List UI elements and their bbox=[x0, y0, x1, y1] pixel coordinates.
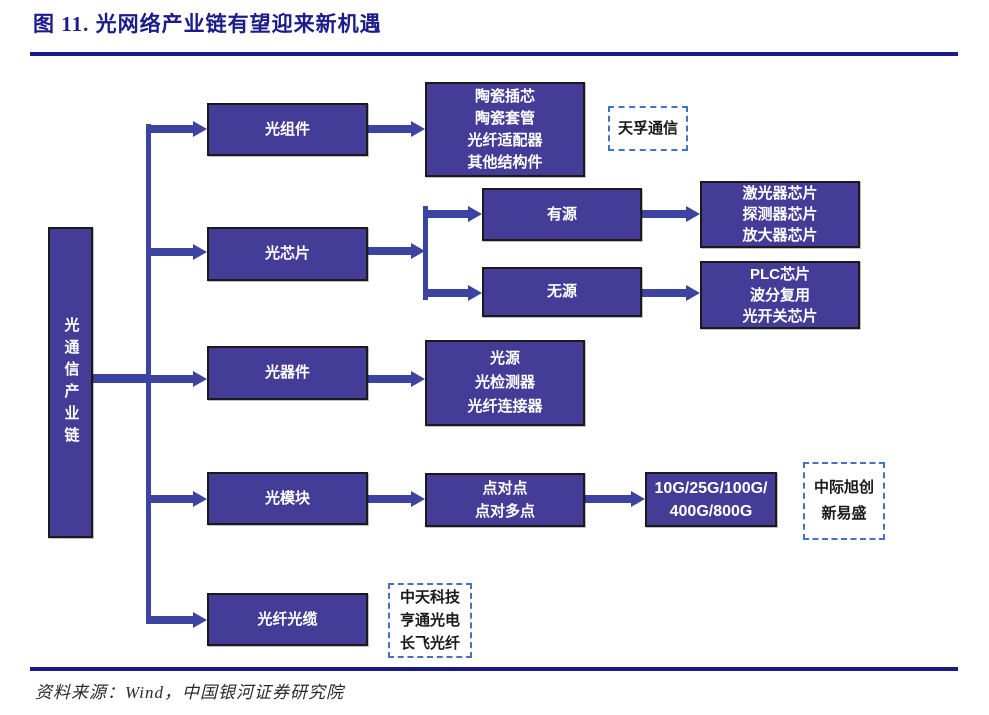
arrow-chips-to-fork bbox=[368, 243, 425, 259]
arrow-trunk-to-modules bbox=[146, 491, 207, 507]
source-note: 资料来源：Wind，中国银河证券研究院 bbox=[35, 683, 344, 702]
node-line: 10G/25G/100G/ bbox=[654, 479, 768, 497]
node-line: 光源 bbox=[489, 350, 520, 367]
node-line: 点对点 bbox=[482, 480, 528, 497]
node-line: 光开关芯片 bbox=[742, 307, 818, 325]
node-line: 放大器芯片 bbox=[742, 227, 818, 244]
node-line: PLC芯片 bbox=[749, 265, 810, 283]
node-modules-companies: 中际旭创 新易盛 bbox=[803, 462, 885, 540]
node-modules-speeds: 10G/25G/100G/ 400G/800G bbox=[645, 472, 777, 527]
trunk-line bbox=[146, 124, 151, 624]
node-chips-passive-products: PLC芯片 波分复用 光开关芯片 bbox=[700, 261, 860, 329]
node-fiber-companies: 中天科技 亨通光电 长飞光纤 bbox=[388, 583, 472, 658]
arrow-passive-to-products bbox=[642, 285, 700, 301]
node-modules: 光模块 bbox=[207, 472, 368, 525]
arrow-trunk-to-devices bbox=[146, 371, 207, 387]
arrow-active-to-products bbox=[642, 206, 700, 222]
node-line: 波分复用 bbox=[749, 286, 810, 304]
node-chips-passive: 无源 bbox=[482, 267, 642, 317]
node-devices: 光器件 bbox=[207, 346, 368, 400]
arrow-fork-to-active bbox=[425, 206, 482, 222]
node-devices-products: 光源 光检测器 光纤连接器 bbox=[425, 340, 585, 426]
node-line: 探测器芯片 bbox=[742, 206, 818, 223]
node-components-company: 天孚通信 bbox=[608, 106, 688, 151]
arrow-trunk-to-components bbox=[146, 121, 207, 137]
arrow-modules-to-types bbox=[368, 491, 425, 507]
arrow-trunk-to-chips bbox=[146, 244, 207, 260]
node-fiber: 光纤光缆 bbox=[207, 593, 368, 646]
arrow-trunk-to-fiber bbox=[146, 612, 207, 628]
node-line: 亨通光电 bbox=[399, 612, 460, 629]
node-line: 光纤连接器 bbox=[467, 398, 543, 415]
node-line: 中际旭创 bbox=[813, 479, 874, 496]
node-line: 光检测器 bbox=[474, 374, 535, 391]
node-line: 陶瓷插芯 bbox=[474, 87, 535, 105]
node-line: 光纤适配器 bbox=[467, 131, 543, 149]
node-chips: 光芯片 bbox=[207, 227, 368, 281]
node-line: 长飞光纤 bbox=[399, 635, 460, 652]
node-root: 光通信产业链 bbox=[48, 227, 93, 538]
node-components: 光组件 bbox=[207, 103, 368, 156]
node-line: 激光器芯片 bbox=[742, 185, 818, 202]
arrow-components-to-products bbox=[368, 121, 425, 137]
arrow-fork-to-passive bbox=[425, 285, 482, 301]
root-connector-line bbox=[93, 374, 150, 383]
node-modules-types: 点对点 点对多点 bbox=[425, 473, 585, 527]
node-line: 陶瓷套管 bbox=[474, 109, 535, 127]
chips-fork-line bbox=[423, 206, 428, 300]
node-line: 其他结构件 bbox=[467, 153, 543, 171]
arrow-types-to-speeds bbox=[585, 491, 645, 507]
node-line: 新易盛 bbox=[821, 505, 867, 522]
node-line: 中天科技 bbox=[399, 589, 460, 606]
arrow-devices-to-products bbox=[368, 371, 425, 387]
figure-title: 图 11. 光网络产业链有望迎来新机遇 bbox=[33, 12, 382, 36]
node-chips-active-products: 激光器芯片 探测器芯片 放大器芯片 bbox=[700, 181, 860, 248]
node-chips-active: 有源 bbox=[482, 188, 642, 241]
title-divider bbox=[30, 52, 958, 56]
node-line: 400G/800G bbox=[669, 502, 753, 520]
source-divider bbox=[30, 667, 958, 671]
node-line: 点对多点 bbox=[474, 503, 535, 520]
node-components-products: 陶瓷插芯 陶瓷套管 光纤适配器 其他结构件 bbox=[425, 82, 585, 177]
